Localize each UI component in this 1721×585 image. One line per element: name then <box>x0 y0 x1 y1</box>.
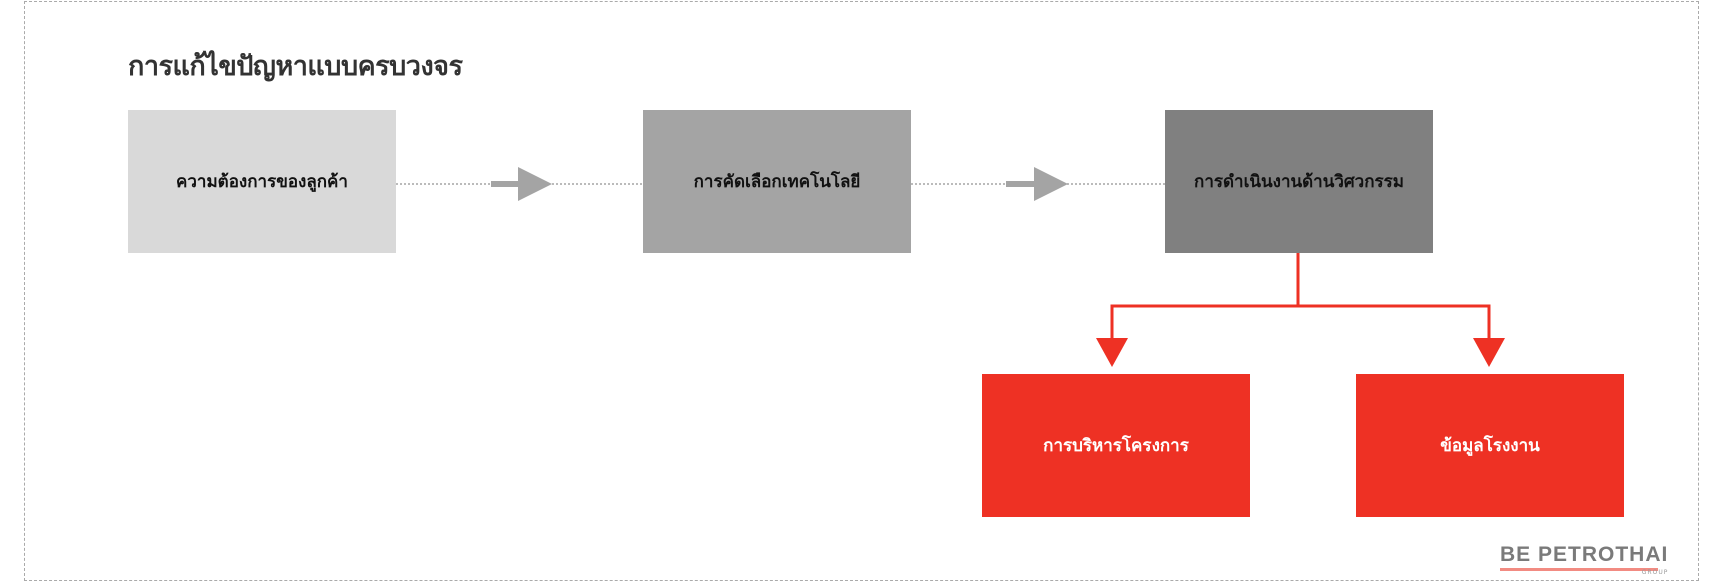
step-technology-selection: การคัดเลือกเทคโนโลยี <box>643 110 911 253</box>
output-project-management: การบริหารโครงการ <box>982 374 1250 517</box>
diagram-frame <box>24 1 1699 581</box>
logo-underline <box>1500 568 1658 571</box>
step-engineering: การดำเนินงานด้านวิศวกรรม <box>1165 110 1433 253</box>
logo-text: BE PETROTHAI <box>1500 543 1669 566</box>
connector-step3-outputs <box>1110 253 1491 340</box>
logo-subtext: GROUP <box>1641 569 1669 576</box>
arrow-down-icon <box>1473 338 1505 367</box>
connector-step1-step2 <box>396 167 643 201</box>
arrow-right-icon <box>518 167 552 201</box>
arrow-right-icon <box>1034 167 1068 201</box>
connector-step2-step3 <box>911 167 1165 201</box>
diagram-title: การแก้ไขปัญหาแบบครบวงจร <box>128 51 463 82</box>
step-customer-needs: ความต้องการของลูกค้า <box>128 110 396 253</box>
company-logo: BE PETROTHAI GROUP <box>1500 543 1669 576</box>
output-plant-data: ข้อมูลโรงงาน <box>1356 374 1624 517</box>
arrow-down-icon <box>1096 338 1128 367</box>
